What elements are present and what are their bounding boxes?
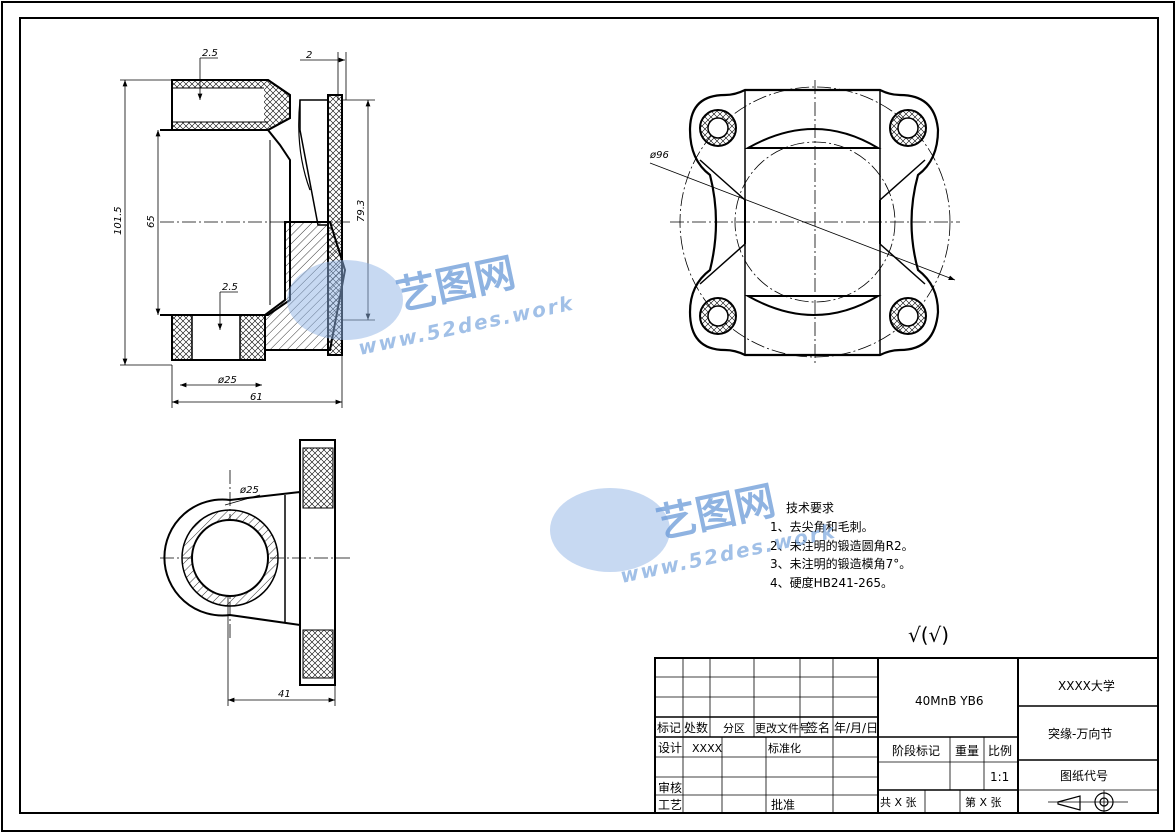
front-view-dimensions <box>120 52 375 408</box>
tech-requirement-item: 2、未注明的锻造圆角R2。 <box>770 538 914 553</box>
dim-height-total: 101.5 <box>113 206 124 235</box>
dim-flange: 2 <box>306 50 312 61</box>
dim-side-width: 41 <box>278 689 291 700</box>
row-label-signature: 签名 <box>806 720 830 735</box>
tech-requirements-title: 技术要求 <box>786 501 834 515</box>
sheet-number: 第 X 张 <box>965 795 1002 809</box>
title-block <box>654 657 1159 814</box>
school-name: XXXX大学 <box>1058 678 1115 693</box>
row-label-standardize: 标准化 <box>768 741 801 755</box>
dim-width-total: 61 <box>250 392 263 403</box>
watermark-logo <box>287 260 670 572</box>
dim-wall-bottom: 2.5 <box>222 282 238 293</box>
dim-wall-top: 2.5 <box>202 48 218 59</box>
inner-border <box>19 17 1159 814</box>
tech-requirements: 技术要求 1、去尖角和毛刺。 2、未注明的锻造圆角R2。 3、未注明的锻造模角7… <box>770 501 914 590</box>
row-label-review: 审核 <box>658 780 682 795</box>
flange-top-view <box>649 80 960 365</box>
stage-mark: 阶段标记 <box>892 743 940 758</box>
dim-bolt-circle: ø96 <box>649 150 669 161</box>
dim-side-height: 79.3 <box>356 200 367 222</box>
dim-bore-dia: ø25 <box>217 375 237 386</box>
scale-label: 比例 <box>988 744 1012 758</box>
drawing-code: 图纸代号 <box>1060 769 1108 783</box>
tech-requirement-item: 1、去尖角和毛刺。 <box>770 520 874 534</box>
tech-requirement-item: 4、硬度HB241-265。 <box>770 575 893 590</box>
surface-finish-symbol: √(√) <box>908 623 949 647</box>
weight-label: 重量 <box>955 744 979 758</box>
row-label-mark: 标记 <box>657 721 681 735</box>
row-label-design: 设计 <box>658 741 682 755</box>
scale-value: 1:1 <box>990 770 1009 784</box>
row-label-count: 处数 <box>684 720 708 735</box>
part-name: 突缘-万向节 <box>1048 726 1112 741</box>
material-label: 40MnB YB6 <box>915 694 983 708</box>
side-view <box>160 439 350 706</box>
row-label-change-doc: 更改文件号 <box>755 721 810 735</box>
dim-side-bore: ø25 <box>239 485 259 496</box>
designer-name: XXXX <box>692 742 723 755</box>
row-label-zone: 分区 <box>723 722 745 735</box>
tech-requirement-item: 3、未注明的锻造模角7°。 <box>770 556 911 571</box>
row-label-date: 年/月/日 <box>834 721 878 735</box>
total-sheets: 共 X 张 <box>880 796 917 809</box>
dim-inner-height: 65 <box>146 215 157 228</box>
row-label-approve: 批准 <box>771 797 795 812</box>
row-label-process: 工艺 <box>658 798 682 812</box>
